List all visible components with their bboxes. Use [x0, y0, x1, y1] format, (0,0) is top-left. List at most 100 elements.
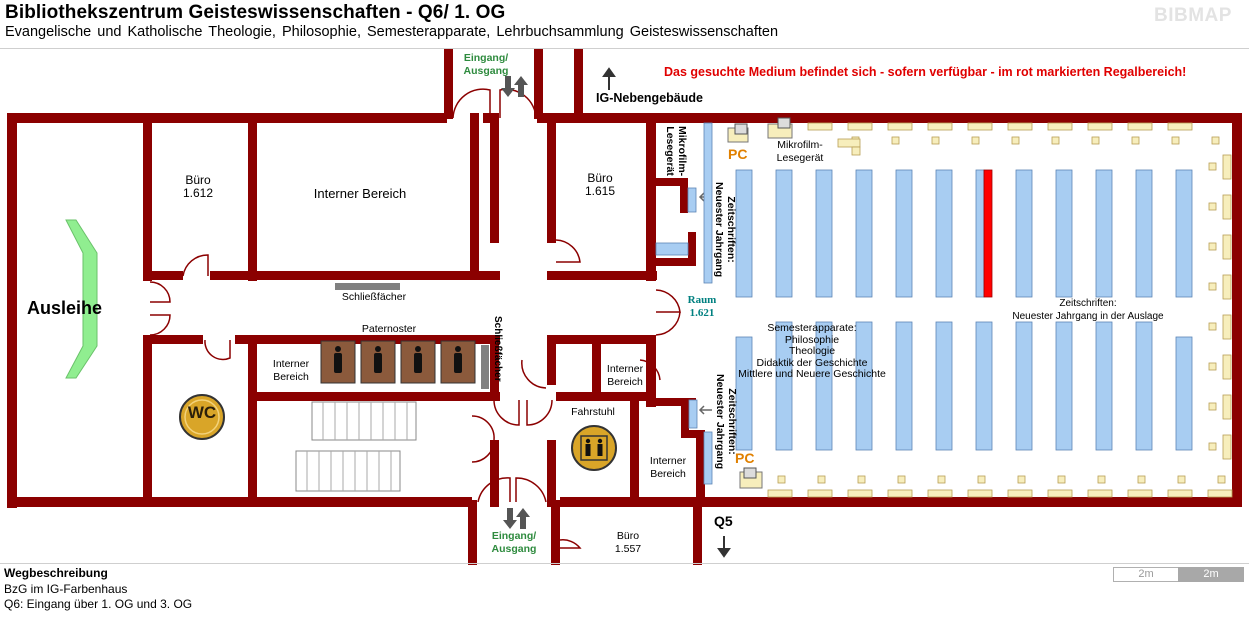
shelf-lower: [775, 321, 793, 451]
desk: [847, 122, 873, 131]
desk: [857, 475, 866, 484]
entrance-arrows-top: [501, 76, 528, 97]
desk: [1208, 362, 1217, 371]
desk: [1167, 122, 1193, 131]
lending-label[interactable]: Ausleihe: [27, 298, 103, 318]
desk: [1217, 475, 1226, 484]
paternoster-label[interactable]: Paternoster: [361, 323, 417, 335]
q5-label[interactable]: Q5: [714, 513, 733, 529]
notice-text: Das gesuchte Medium befindet sich - sofe…: [664, 65, 1187, 79]
desk: [1087, 122, 1113, 131]
lockers-top-label: Schließfächer: [341, 291, 407, 303]
wc-label: WC: [187, 403, 217, 422]
desk: [817, 475, 826, 484]
desk: [807, 122, 833, 131]
desk: [1137, 475, 1146, 484]
semester-apparatus-list: Semesterapparate: Philosophie Theologie …: [738, 322, 886, 380]
desk: [851, 146, 861, 156]
elevator-label[interactable]: Fahrstuhl: [571, 406, 615, 418]
staircase: [295, 401, 417, 492]
entrance-top-label[interactable]: Eingang/ Ausgang: [463, 52, 509, 77]
desk: [1222, 354, 1232, 380]
desk: [1207, 489, 1233, 498]
desk: [1087, 489, 1113, 498]
desk: [927, 489, 953, 498]
office-1557-label: Büro 1.557: [614, 530, 642, 555]
desk: [1051, 136, 1060, 145]
desk: [1208, 402, 1217, 411]
desk: [967, 489, 993, 498]
microfilm-reader-label: Mikrofilm- Lesegerät: [776, 139, 824, 164]
wc-icon[interactable]: [179, 394, 225, 440]
desk: [1222, 194, 1232, 220]
desk: [1007, 489, 1033, 498]
paternoster-cabins[interactable]: [320, 340, 476, 384]
shelf-lower: [735, 336, 753, 451]
desk: [1208, 202, 1217, 211]
desk: [1222, 434, 1232, 460]
internal-area-large-label: Interner Bereich: [313, 186, 407, 201]
desk: [1057, 475, 1066, 484]
shelf-lower: [975, 321, 993, 451]
desk: [1167, 489, 1193, 498]
shelf-upper: [735, 169, 753, 298]
microfilm-reader-desk[interactable]: [767, 117, 793, 139]
shelf-lower: [1015, 321, 1033, 451]
internal-area-mid-label: Interner Bereich: [606, 363, 644, 388]
office-1615-label: Büro 1.615: [584, 171, 616, 198]
lending-counter-marker: [65, 219, 98, 379]
desk: [1047, 122, 1073, 131]
entrance-arrows-bottom: [503, 508, 530, 529]
shelf-lower: [855, 321, 873, 451]
shelf-upper: [815, 169, 833, 298]
desk: [897, 475, 906, 484]
entrance-bottom-label[interactable]: Eingang/ Ausgang: [491, 530, 537, 555]
ig-building-label[interactable]: IG-Nebengebäude: [596, 91, 703, 105]
header-divider: [0, 48, 1249, 49]
shelf-lower: [895, 321, 913, 451]
directions-line-1: BzG im IG-Farbenhaus: [4, 582, 128, 596]
desk: [1222, 314, 1232, 340]
q5-arrow: [717, 536, 731, 558]
shelf-upper: [855, 169, 873, 298]
desk: [887, 489, 913, 498]
desk: [1171, 136, 1180, 145]
desk: [977, 475, 986, 484]
desk: [1007, 122, 1033, 131]
desk: [767, 489, 793, 498]
lockers-vertical-label: Schließfächer: [492, 316, 503, 382]
desk: [1222, 274, 1232, 300]
highlighted-shelf[interactable]: [983, 169, 993, 298]
pc-workstation-top[interactable]: [727, 123, 749, 143]
shelf-upper: [1175, 169, 1193, 298]
shelf-lower: [1135, 321, 1153, 451]
elevator-icon[interactable]: [571, 425, 617, 471]
desk: [837, 138, 861, 148]
desk: [1097, 475, 1106, 484]
desk: [1011, 136, 1020, 145]
directions-title: Wegbeschreibung: [4, 566, 108, 580]
desk: [777, 475, 786, 484]
desk: [937, 475, 946, 484]
locker-bank-vertical: [481, 345, 489, 389]
desk: [927, 122, 953, 131]
shelf-lower: [935, 321, 953, 451]
shelf-lower: [1055, 321, 1073, 451]
footer-divider: [0, 563, 1249, 564]
map-title: Bibliothekszentrum Geisteswissenschaften…: [5, 2, 506, 23]
desk: [1211, 136, 1220, 145]
microfilm-rotated-label: Mikrofilm- Lesegerät: [664, 126, 688, 177]
desk: [1208, 162, 1217, 171]
shelf-upper: [895, 169, 913, 298]
desk: [1208, 242, 1217, 251]
scale-bar-light: 2m: [1113, 567, 1179, 582]
pc-workstation-bottom[interactable]: [739, 467, 763, 489]
pc-bottom-label[interactable]: PC: [735, 450, 755, 466]
desk: [887, 122, 913, 131]
desk: [1222, 234, 1232, 260]
pc-top-label[interactable]: PC: [728, 146, 748, 162]
scale-bar-dark: 2m: [1178, 567, 1244, 582]
bibmap-logo: BIBMAP: [1154, 5, 1232, 26]
niche-shelves: [655, 122, 713, 485]
desk: [1177, 475, 1186, 484]
